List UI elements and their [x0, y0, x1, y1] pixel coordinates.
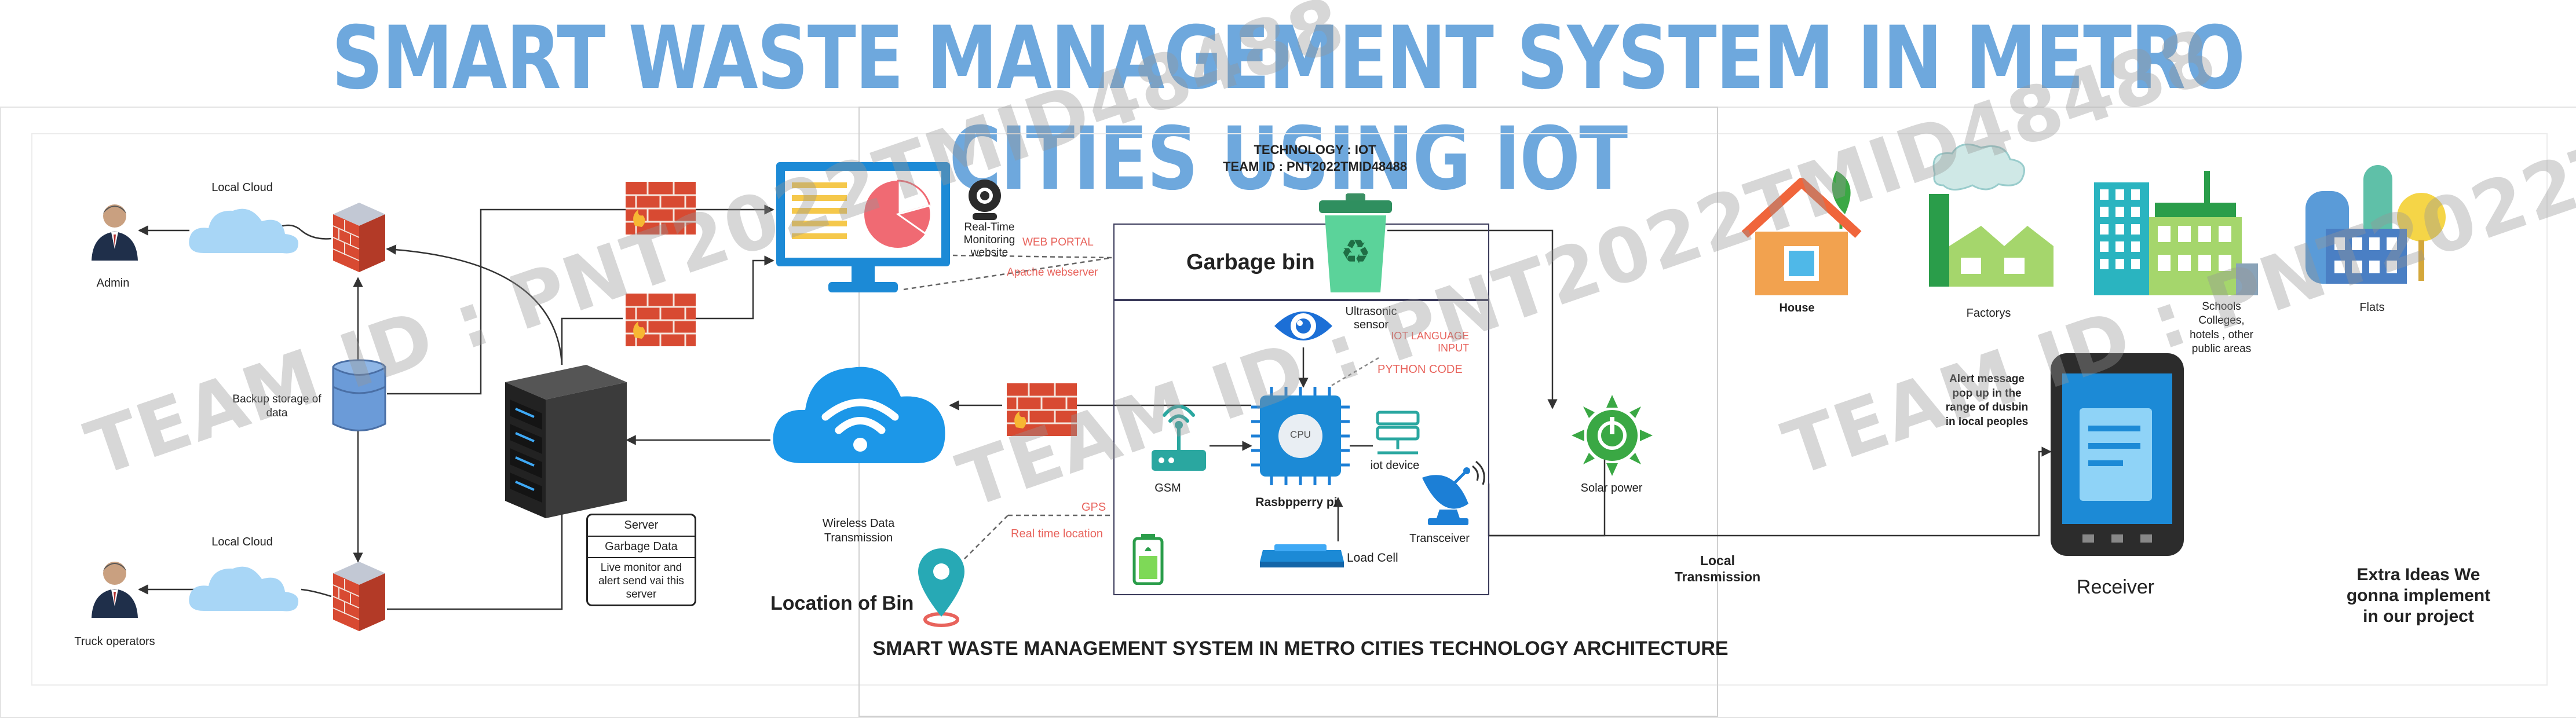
- legend-garbage-data: Garbage Data: [588, 537, 695, 558]
- flats-label: Flats: [2359, 301, 2385, 314]
- load-cell-label: Load Cell: [1347, 551, 1398, 565]
- truck-operators-label: Truck operators: [74, 635, 155, 648]
- house-label: House: [1779, 302, 1815, 314]
- truck-operator-avatar-icon: [92, 562, 138, 618]
- wireless-transmission-label: Wireless Data Transmission: [822, 517, 895, 544]
- admin-avatar-icon: [92, 204, 138, 261]
- extra-ideas-label: Extra Ideas We gonna implement in our pr…: [2346, 565, 2491, 626]
- backup-storage-label: Backup storage of data: [232, 393, 321, 419]
- webcam-icon: [969, 179, 1001, 220]
- factorys-label: Factorys: [1966, 307, 2011, 320]
- schools-label: Schools Colleges, hotels , other public …: [2190, 301, 2253, 355]
- transceiver-icon: [1422, 460, 1485, 525]
- garbage-bin-icon: ♻: [1319, 193, 1392, 292]
- ultrasonic-sensor-icon: [1274, 312, 1332, 340]
- inner-frame: [31, 133, 2548, 686]
- firewall-top-icon: [332, 203, 385, 272]
- location-pin-icon: [918, 548, 964, 627]
- gsm-router-icon: [1152, 405, 1206, 471]
- svg-text:♻: ♻: [1340, 232, 1371, 272]
- solar-power-label: Solar power: [1580, 482, 1643, 494]
- legend-live-monitor: Live monitor and alert send vai this ser…: [598, 562, 684, 600]
- battery-icon: [1132, 534, 1164, 585]
- flats-icon: [2305, 165, 2446, 284]
- local-cloud-top-label: Local Cloud: [211, 181, 273, 194]
- iot-device-icon: [1376, 411, 1420, 455]
- server-icon: [505, 365, 627, 518]
- wireless-cloud-icon: [773, 367, 945, 463]
- legend-server: Server: [588, 515, 695, 537]
- garbage-bin-label: Garbage bin: [1186, 250, 1315, 274]
- local-transmission-label: Local Transmission: [1674, 553, 1761, 584]
- web-portal-label: WEB PORTAL: [1022, 236, 1094, 248]
- firewall-bottom-icon: [332, 562, 385, 631]
- python-code-label: PYTHON CODE: [1377, 363, 1463, 376]
- iot-language-label: IOT LANGUAGE INPUT: [1391, 330, 1469, 354]
- technology-label: TECHNOLOGY : IOT: [1254, 142, 1376, 157]
- monitoring-website-label: Real-Time Monitoring website: [963, 221, 1015, 259]
- local-cloud-bottom-label: Local Cloud: [211, 536, 273, 548]
- gsm-label: GSM: [1154, 482, 1181, 494]
- solar-power-icon: [1572, 395, 1653, 476]
- components-box: [1113, 299, 1489, 595]
- factory-icon: [1929, 143, 2054, 287]
- firewall-server-icon: [626, 294, 696, 346]
- location-of-bin-label: Location of Bin: [770, 592, 914, 614]
- apache-label: Apache webserver: [1007, 266, 1098, 279]
- load-cell-icon: [1260, 544, 1344, 567]
- schools-building-icon: [2094, 171, 2258, 295]
- firewall-wireless-icon: [1007, 383, 1077, 436]
- garbage-bin-box: [1113, 224, 1489, 301]
- page-title: SMART WASTE MANAGEMENT SYSTEM IN METRO C…: [331, 8, 2245, 210]
- database-icon: [332, 359, 386, 431]
- team-id-label: TEAM ID : PNT2022TMID48488: [1223, 159, 1407, 174]
- receiver-label: Receiver: [2076, 576, 2155, 598]
- house-icon: [1741, 171, 1862, 295]
- local-cloud-top-icon: [189, 208, 299, 254]
- ultrasonic-label: Ultrasonic sensor: [1345, 305, 1397, 331]
- monitor-dashboard-icon: [776, 162, 950, 292]
- gps-label: GPS: [1081, 501, 1106, 514]
- iot-device-label: iot device: [1370, 459, 1420, 472]
- server-legend-box: Server Garbage Data Live monitor and ale…: [586, 514, 696, 607]
- firewall-web-icon: [626, 182, 696, 235]
- local-cloud-bottom-icon: [189, 566, 299, 611]
- admin-label: Admin: [96, 277, 130, 290]
- alert-message-label: Alert message pop up in the range of dus…: [1945, 373, 2029, 428]
- architecture-caption: SMART WASTE MANAGEMENT SYSTEM IN METRO C…: [872, 638, 1729, 660]
- cpu-label: CPU: [1290, 429, 1311, 440]
- transceiver-label: Transceiver: [1409, 532, 1470, 545]
- cpu-chip-icon: [1251, 387, 1350, 485]
- receiver-tablet-icon: [2051, 353, 2184, 556]
- real-time-location-label: Real time location: [1011, 527, 1103, 540]
- raspberry-label: Rasbpperry pi: [1255, 496, 1338, 509]
